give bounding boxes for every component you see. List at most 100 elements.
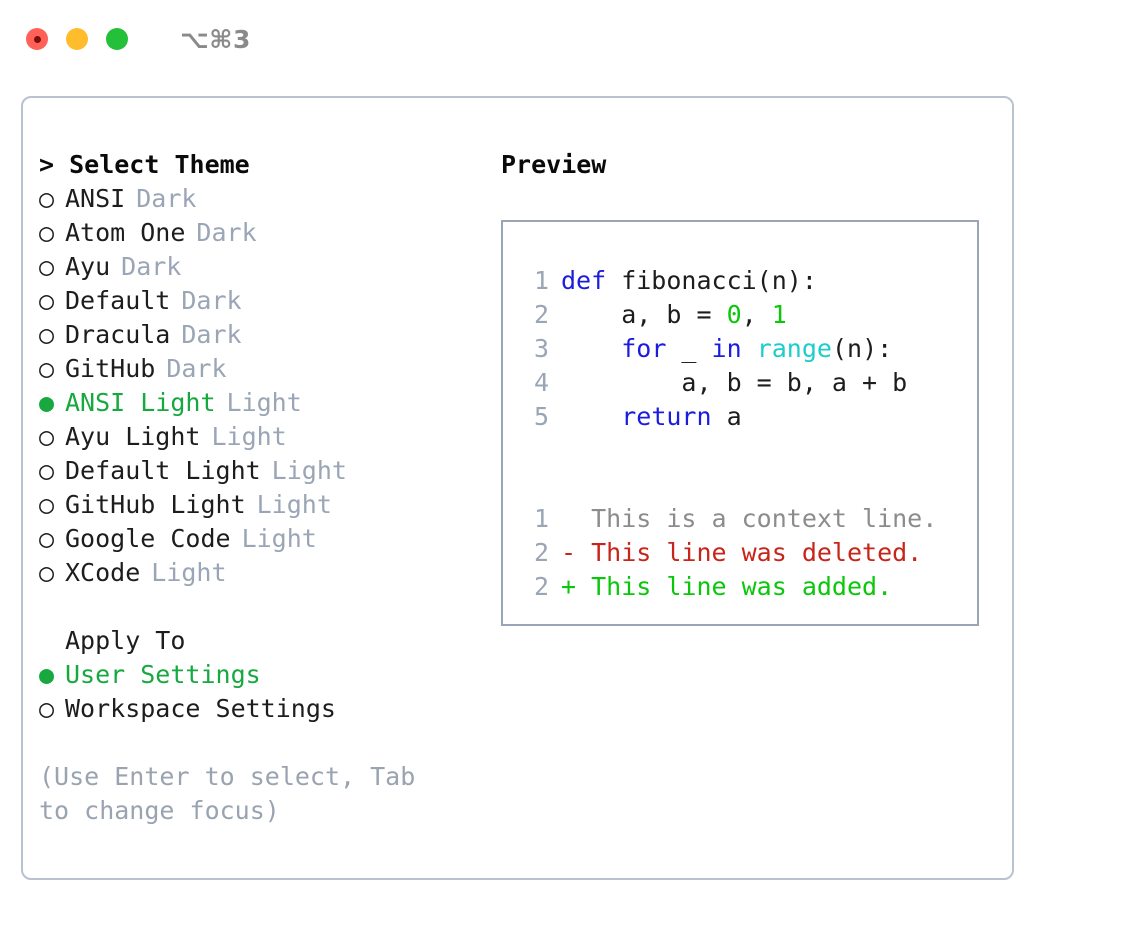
diff-sample: 1 This is a context line.2- This line wa… xyxy=(519,502,977,604)
code-token: a xyxy=(711,402,742,431)
code-line: 3 for _ in range(n): xyxy=(519,332,977,366)
theme-variant-badge: Dark xyxy=(196,218,257,247)
theme-variant-badge: Dark xyxy=(136,184,197,213)
code-token: (n): xyxy=(831,334,893,363)
theme-name: ANSI Light xyxy=(65,388,216,417)
radio-unselected-icon: ○ xyxy=(39,286,55,315)
code-token: range xyxy=(756,334,832,363)
radio-selected-icon: ● xyxy=(39,660,55,689)
apply-to-label: User Settings xyxy=(65,660,261,689)
radio-unselected-icon: ○ xyxy=(39,524,55,553)
theme-name: ANSI xyxy=(65,184,126,213)
theme-name: Ayu xyxy=(65,252,111,281)
diff-line-del: 2- This line was deleted. xyxy=(519,536,977,570)
traffic-lights xyxy=(26,28,128,50)
code-token: a, b = xyxy=(561,300,727,329)
code-token: , xyxy=(741,300,772,329)
radio-selected-icon: ● xyxy=(39,388,55,417)
code-token: 1 xyxy=(771,300,787,329)
theme-option-default[interactable]: ○ Default Dark xyxy=(39,284,479,318)
theme-variant-badge: Light xyxy=(151,558,227,587)
line-number: 1 xyxy=(533,266,549,295)
diff-line-ctx: 1 This is a context line. xyxy=(519,502,977,536)
code-token xyxy=(561,332,621,366)
line-number: 2 xyxy=(533,538,549,567)
line-number: 2 xyxy=(533,300,549,329)
theme-variant-badge: Light xyxy=(211,422,287,451)
spacer xyxy=(519,434,977,468)
code-token: a, b = b, a + b xyxy=(561,368,908,397)
radio-unselected-icon: ○ xyxy=(39,252,55,281)
code-line: 2 a, b = 0, 1 xyxy=(519,298,977,332)
code-token xyxy=(742,332,757,366)
theme-name: Default xyxy=(65,286,171,315)
preview-heading: Preview xyxy=(501,150,607,179)
theme-variant-badge: Dark xyxy=(166,354,227,383)
line-number: 4 xyxy=(533,368,549,397)
title-bar: ⌥⌘3 xyxy=(0,0,1140,78)
theme-name: Ayu Light xyxy=(65,422,201,451)
radio-unselected-icon: ○ xyxy=(39,558,55,587)
theme-variant-badge: Dark xyxy=(181,286,242,315)
close-icon[interactable] xyxy=(26,28,48,50)
theme-variant-badge: Light xyxy=(256,490,332,519)
code-token: in xyxy=(711,334,742,363)
maximize-icon[interactable] xyxy=(106,28,128,50)
theme-name: Dracula xyxy=(65,320,171,349)
spacer xyxy=(519,468,977,502)
radio-unselected-icon: ○ xyxy=(39,456,55,485)
keyboard-hint-text: (Use Enter to select, Tab to change focu… xyxy=(39,762,416,825)
radio-unselected-icon: ○ xyxy=(39,422,55,451)
code-token: fibonacci(n): xyxy=(606,266,817,295)
theme-option-ansi-light[interactable]: ● ANSI Light Light xyxy=(39,386,479,420)
select-theme-heading: > Select Theme xyxy=(39,150,250,179)
line-number: 2 xyxy=(533,572,549,601)
diff-marker: - xyxy=(561,538,592,567)
theme-name: GitHub xyxy=(65,354,156,383)
radio-unselected-icon: ○ xyxy=(39,218,55,247)
radio-unselected-icon: ○ xyxy=(39,354,55,383)
code-token: for xyxy=(621,334,667,363)
theme-variant-badge: Dark xyxy=(181,320,242,349)
diff-marker: + xyxy=(561,572,592,601)
theme-option-default-light[interactable]: ○ Default Light Light xyxy=(39,454,479,488)
apply-to-label: Workspace Settings xyxy=(65,694,336,723)
diff-text: This is a context line. xyxy=(591,504,938,533)
radio-unselected-icon: ○ xyxy=(39,490,55,519)
theme-option-ayu-light[interactable]: ○ Ayu Light Light xyxy=(39,420,479,454)
line-number: 5 xyxy=(533,402,549,431)
theme-name: Atom One xyxy=(65,218,186,247)
minimize-icon[interactable] xyxy=(66,28,88,50)
radio-unselected-icon: ○ xyxy=(39,694,55,723)
spacer xyxy=(39,590,479,624)
apply-to-option-user-settings[interactable]: ● User Settings xyxy=(39,658,479,692)
code-line: 5 return a xyxy=(519,400,977,434)
code-line: 4 a, b = b, a + b xyxy=(519,366,977,400)
code-token: _ xyxy=(666,334,712,363)
theme-name: Default Light xyxy=(65,456,261,485)
theme-option-atom-one[interactable]: ○ Atom One Dark xyxy=(39,216,479,250)
theme-option-github[interactable]: ○ GitHub Dark xyxy=(39,352,479,386)
theme-variant-badge: Light xyxy=(271,456,347,485)
theme-name: GitHub Light xyxy=(65,490,246,519)
code-token: def xyxy=(561,266,607,295)
code-line: 1 def fibonacci(n): xyxy=(519,264,977,298)
apply-to-option-workspace-settings[interactable]: ○ Workspace Settings xyxy=(39,692,479,726)
apply-to-list: ● User Settings ○ Workspace Settings xyxy=(39,658,479,726)
theme-variant-badge: Light xyxy=(226,388,302,417)
diff-line-add: 2+ This line was added. xyxy=(519,570,977,604)
theme-option-github-light[interactable]: ○ GitHub Light Light xyxy=(39,488,479,522)
diff-text: This line was deleted. xyxy=(591,538,923,567)
code-token: 0 xyxy=(726,300,742,329)
